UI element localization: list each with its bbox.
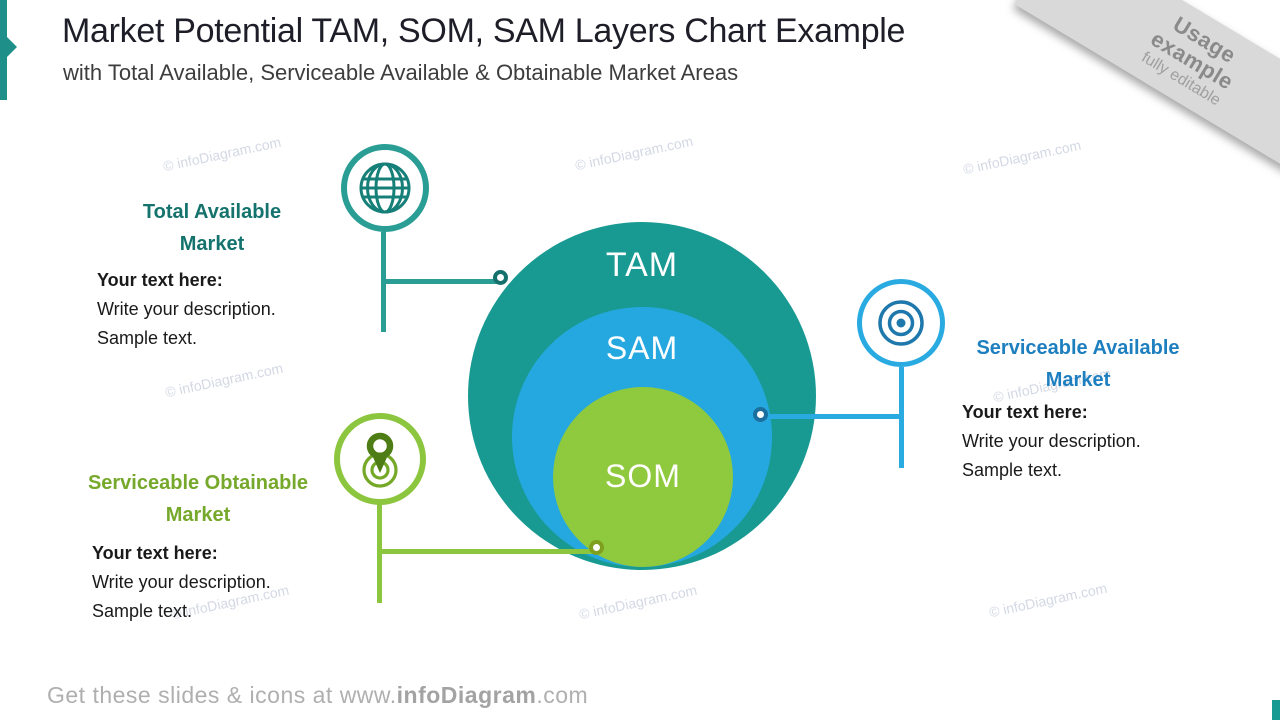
sam-body-line1: Write your description. xyxy=(962,431,1141,451)
watermark: © infoDiagram.com xyxy=(161,133,283,175)
sam-callout-title: Serviceable Available Market xyxy=(950,332,1206,396)
target-glyph xyxy=(878,300,924,346)
watermark: © infoDiagram.com xyxy=(573,132,695,174)
tam-body-line2: Sample text. xyxy=(97,328,198,348)
tam-edge-dot xyxy=(493,270,508,285)
footer-brand: infoDiagram xyxy=(396,682,537,708)
som-body-line2: Sample text. xyxy=(92,601,193,621)
sam-edge-dot xyxy=(753,407,768,422)
globe-icon xyxy=(341,144,429,232)
watermark: © infoDiagram.com xyxy=(961,136,1083,178)
som-callout-title-line1: Serviceable Obtainable xyxy=(87,472,309,494)
som-callout-title-line2: Market xyxy=(165,504,231,526)
bottom-right-accent xyxy=(1272,700,1280,720)
sam-callout-title-line1: Serviceable Available xyxy=(976,337,1180,359)
tam-body-line1: Write your description. xyxy=(97,299,276,319)
sam-callout-body: Your text here: Write your description. … xyxy=(962,398,1141,485)
tam-callout-body: Your text here: Write your description. … xyxy=(97,266,276,353)
page-title: Market Potential TAM, SOM, SAM Layers Ch… xyxy=(62,12,906,50)
som-callout-title: Serviceable Obtainable Market xyxy=(60,467,336,531)
page-subtitle: with Total Available, Serviceable Availa… xyxy=(63,60,739,85)
left-accent-arrow-icon xyxy=(7,37,17,57)
tam-callout-title-line2: Market xyxy=(179,233,245,255)
som-body-line1: Write your description. xyxy=(92,572,271,592)
sam-body-title: Your text here: xyxy=(962,402,1088,422)
watermark: © infoDiagram.com xyxy=(987,579,1109,621)
footer-text: Get these slides & icons at www.infoDiag… xyxy=(47,682,588,709)
tam-label: TAM xyxy=(605,246,679,284)
tam-connector-horizontal xyxy=(381,279,499,284)
sam-body-line2: Sample text. xyxy=(962,460,1063,480)
left-accent-bar xyxy=(0,0,7,100)
som-body-title: Your text here: xyxy=(92,543,218,563)
sam-label: SAM xyxy=(605,330,679,366)
som-connector-horizontal xyxy=(377,549,595,554)
watermark: © infoDiagram.com xyxy=(577,581,699,623)
target-icon xyxy=(857,279,945,367)
som-circle xyxy=(553,387,733,567)
tam-callout-title-line1: Total Available xyxy=(142,201,282,223)
map-pin-icon xyxy=(334,413,426,505)
tam-body-title: Your text here: xyxy=(97,270,223,290)
som-label: SOM xyxy=(605,458,681,494)
som-edge-dot xyxy=(589,540,604,555)
map-pin-glyph xyxy=(362,432,398,488)
som-callout-body: Your text here: Write your description. … xyxy=(92,539,271,626)
sam-connector-horizontal xyxy=(766,414,904,419)
watermark: © infoDiagram.com xyxy=(163,359,285,401)
tam-callout-title: Total Available Market xyxy=(100,196,324,260)
globe-glyph xyxy=(359,162,411,214)
footer-suffix: .com xyxy=(536,682,589,708)
sam-callout-title-line2: Market xyxy=(1045,369,1111,391)
footer-prefix: Get these slides & icons at www. xyxy=(47,682,397,708)
usage-example-ribbon: Usage example fully editable xyxy=(1015,0,1280,191)
